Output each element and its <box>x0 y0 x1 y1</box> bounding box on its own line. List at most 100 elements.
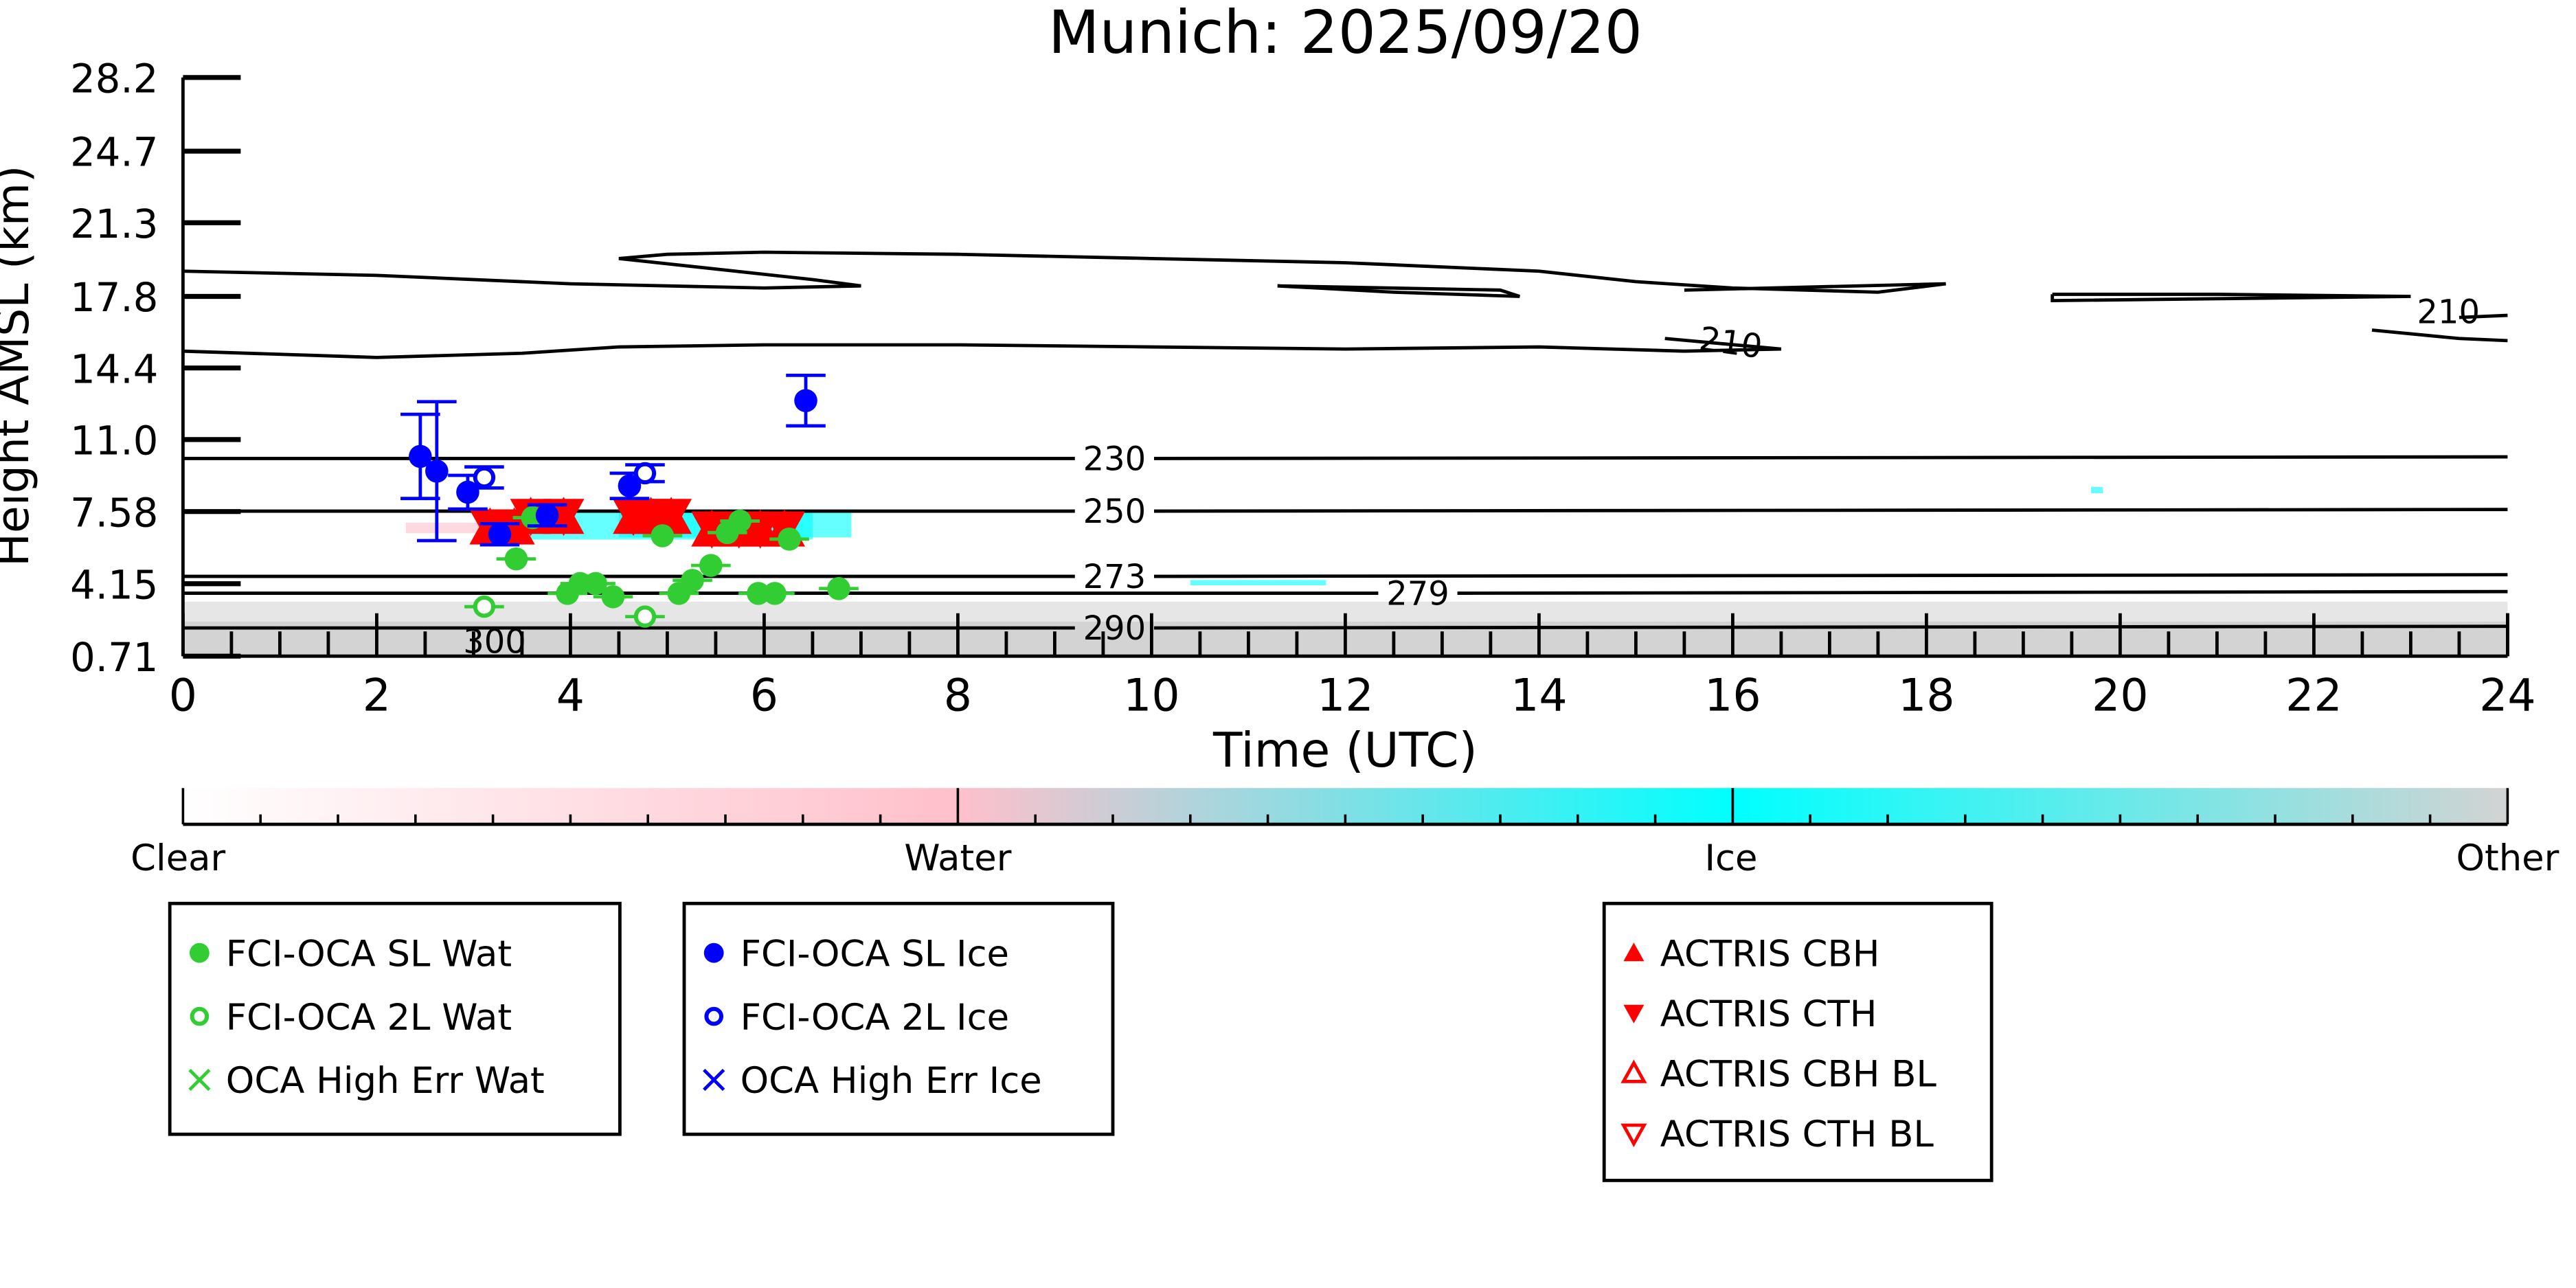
y-tick-label: 11.0 <box>70 418 158 464</box>
legend-label: ACTRIS CBH <box>1660 933 1880 975</box>
legend-item: ACTRIS CTH <box>1623 993 1877 1035</box>
x-tick-label: 2 <box>363 670 391 721</box>
colorbar: Clear Water Ice Other <box>131 788 2560 879</box>
data-point <box>681 569 704 592</box>
legend-marker-x-icon <box>188 1068 211 1092</box>
legend-item: FCI-OCA SL Ice <box>703 933 1009 975</box>
x-tick-label: 24 <box>2479 670 2535 721</box>
legend-label: FCI-OCA SL Wat <box>226 933 512 975</box>
contour-line-210 <box>183 337 1782 359</box>
legend-label: FCI-OCA SL Ice <box>741 933 1009 975</box>
contour-label-290: 290 <box>1083 609 1146 648</box>
y-tick-label: 24.7 <box>70 130 158 176</box>
data-point <box>601 585 625 609</box>
x-tick-label: 10 <box>1123 670 1179 721</box>
data-point <box>409 444 432 468</box>
data-point <box>794 389 817 412</box>
legend-marker-x-icon <box>703 1068 725 1092</box>
x-tick-label: 12 <box>1317 670 1373 721</box>
legend-item: OCA High Err Ice <box>703 1060 1042 1102</box>
legend-label: ACTRIS CTH <box>1660 993 1877 1035</box>
legend-item: FCI-OCA 2L Ice <box>704 997 1010 1039</box>
data-point <box>633 462 657 485</box>
x-tick-label: 4 <box>556 670 585 721</box>
y-axis-label: Height AMSL (km) <box>0 166 39 567</box>
chart-title: Munich: 2025/09/20 <box>1048 0 1642 67</box>
data-point <box>778 528 801 551</box>
contour-label-230: 230 <box>1083 440 1146 478</box>
y-tick-label: 14.4 <box>70 346 158 392</box>
data-point <box>584 572 607 596</box>
data-point <box>488 522 512 546</box>
x-tick-label: 18 <box>1898 670 1954 721</box>
data-point <box>504 547 528 571</box>
contour-label-273: 273 <box>1083 558 1146 596</box>
data-point <box>473 466 496 489</box>
contour-line-210 <box>183 250 1946 294</box>
data-point <box>699 554 723 577</box>
data-point <box>728 509 752 533</box>
contour-line-279 <box>1457 589 2508 595</box>
legend-marker-triangle-up-icon <box>1623 942 1645 962</box>
contour-label-279: 279 <box>1386 574 1449 613</box>
contour-label-250: 250 <box>1083 493 1146 531</box>
legend-marker-filled-circle-icon <box>190 942 210 963</box>
colorbar-label-ice: Ice <box>1704 837 1757 879</box>
x-tick-label: 20 <box>2092 670 2148 721</box>
contour-line-230 <box>1153 455 2508 460</box>
contour-line-273 <box>1153 573 2508 578</box>
legend-marker-triangle-down-icon <box>1623 1004 1645 1024</box>
legend-marker-open-triangle-down-icon <box>1620 1123 1647 1147</box>
legend-marker-filled-circle-icon <box>703 942 724 963</box>
legend-item: FCI-OCA 2L Wat <box>190 997 512 1039</box>
legend-marker-open-circle-icon <box>190 1006 210 1026</box>
contour-label-210: 210 <box>1697 319 1765 366</box>
y-tick-label: 21.3 <box>70 201 158 247</box>
data-point <box>763 582 787 605</box>
y-tick-label: 7.58 <box>70 490 158 536</box>
x-tick-label: 8 <box>944 670 972 721</box>
cloud-phase-patch <box>1190 580 1326 586</box>
legend-item: ACTRIS CBH BL <box>1620 1054 1937 1096</box>
contour-line-210 <box>2459 313 2508 319</box>
data-point <box>827 577 850 600</box>
data-point <box>651 499 692 536</box>
legend-marker-open-circle-icon <box>704 1006 723 1026</box>
colorbar-label-water: Water <box>904 837 1011 879</box>
legend-item: OCA High Err Wat <box>188 1060 545 1102</box>
contour-line-210 <box>2371 328 2508 343</box>
y-tick-label: 28.2 <box>70 56 158 102</box>
legend-label: ACTRIS CBH BL <box>1660 1054 1937 1096</box>
x-tick-label: 16 <box>1704 670 1761 721</box>
legend-frame <box>682 901 1115 1136</box>
contour-line-210 <box>2050 293 2411 303</box>
contour-line-290 <box>1153 624 2508 630</box>
data-point <box>651 524 675 547</box>
legend-label: ACTRIS CTH BL <box>1660 1114 1934 1155</box>
x-tick-label: 22 <box>2285 670 2342 721</box>
y-tick-label: 4.15 <box>70 562 158 608</box>
x-tick-label: 0 <box>169 670 197 721</box>
legend-frame <box>1602 901 1993 1182</box>
legend-label: OCA High Err Wat <box>226 1060 545 1102</box>
legend-label: FCI-OCA 2L Wat <box>226 997 512 1039</box>
contour-line-210 <box>1277 284 1520 298</box>
legend-label: FCI-OCA 2L Ice <box>741 997 1010 1039</box>
data-point <box>425 460 449 483</box>
legend-box-3: ACTRIS CBH ACTRIS CTH ACTRIS CBH BL ACTRIS … <box>1602 901 1993 1182</box>
y-tick-label: 0.71 <box>70 635 158 681</box>
colorbar-label-clear: Clear <box>131 837 225 879</box>
contour-line-250 <box>1153 508 2508 513</box>
legend-item: FCI-OCA SL Wat <box>190 933 512 975</box>
colorbar-label-other: Other <box>2456 837 2559 879</box>
x-tick-label: 6 <box>750 670 778 721</box>
legend-item: ACTRIS CBH <box>1623 933 1879 975</box>
x-axis-label: Time (UTC) <box>1212 723 1478 778</box>
contour-label-210: 210 <box>2417 293 2480 331</box>
cloud-phase-patch <box>2091 486 2103 494</box>
